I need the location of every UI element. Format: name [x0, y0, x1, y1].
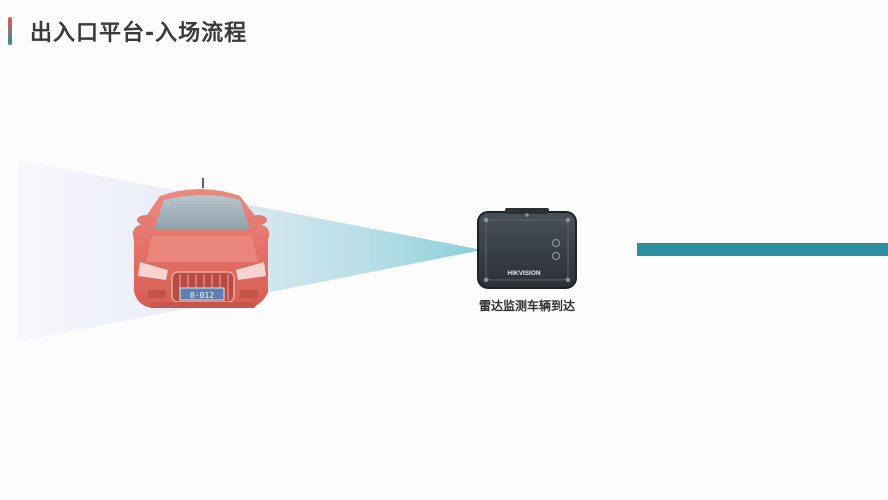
slide-title: 出入口平台-入场流程 [30, 21, 248, 46]
radar-caption: 雷达监测车辆到达 [478, 299, 575, 313]
flow-connector-line [637, 243, 888, 256]
car-image: 0·012 [132, 178, 270, 308]
title-accent-bar [8, 17, 12, 45]
radar-brand-logo: HIKVISION [507, 270, 541, 277]
radar-device: HIKVISION [477, 208, 577, 289]
license-plate-text: 0·012 [190, 291, 214, 300]
slide-header: 出入口平台-入场流程 [8, 16, 247, 46]
license-plate [179, 287, 225, 301]
